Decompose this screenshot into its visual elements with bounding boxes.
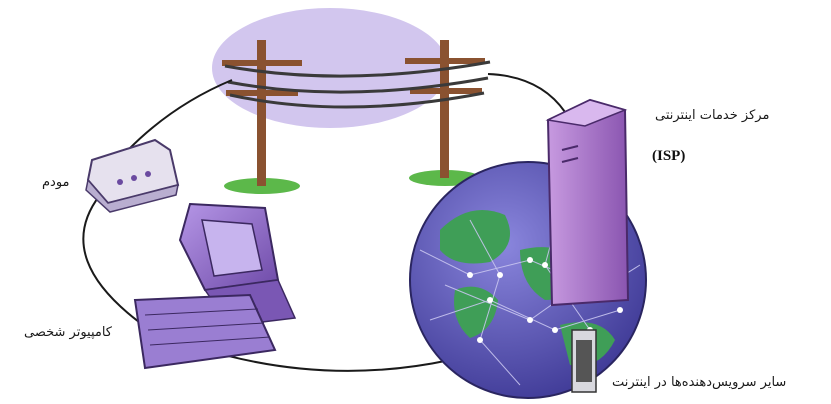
other-servers-label: سایر سرویس‌دهنده‌ها در اینترنت bbox=[612, 375, 786, 390]
server-tower-icon bbox=[572, 330, 596, 392]
isp-abbreviation-label: (ISP) bbox=[652, 148, 685, 165]
modem-label: مودم bbox=[42, 175, 70, 190]
modem-icon bbox=[86, 140, 178, 212]
server-tower-icon bbox=[548, 100, 628, 305]
sky-cloud bbox=[212, 8, 448, 128]
isp-center-label: مرکز خدمات اینترنتی bbox=[655, 108, 769, 123]
personal-computer-label: کامپیوتر شخصی bbox=[24, 325, 112, 340]
keyboard-icon bbox=[135, 295, 275, 368]
utility-pole-icon bbox=[405, 40, 485, 178]
